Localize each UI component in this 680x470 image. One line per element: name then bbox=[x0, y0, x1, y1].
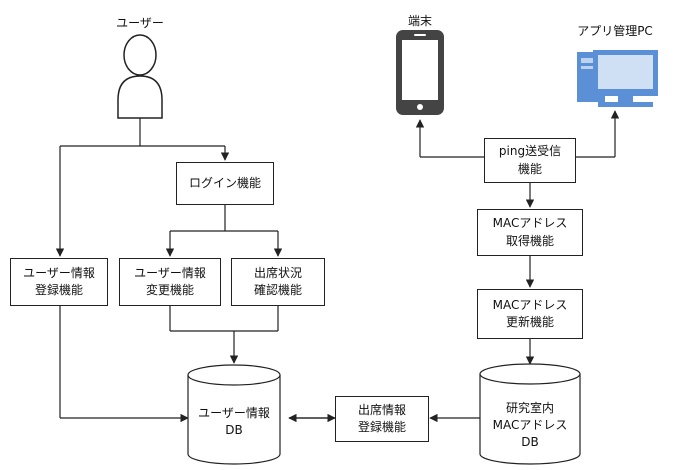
user-change-function-box: ユーザー情報 変更機能 bbox=[119, 258, 221, 306]
user-register-function-box: ユーザー情報 登録機能 bbox=[10, 258, 108, 306]
smartphone-icon bbox=[396, 30, 444, 115]
mac-get-function-box: MACアドレス 取得機能 bbox=[477, 209, 583, 256]
right-connectors bbox=[288, 110, 620, 423]
user-db-label: ユーザー情報 DB bbox=[198, 406, 270, 437]
attendance-register-function-box: 出席情報 登録機能 bbox=[335, 396, 429, 442]
lab-mac-db-label: 研究室内 MACアドレス DB bbox=[492, 401, 568, 449]
user-db-cylinder bbox=[187, 364, 281, 465]
left-connectors bbox=[55, 118, 283, 423]
attendance-check-function-box: 出席状況 確認機能 bbox=[231, 258, 325, 306]
user-icon bbox=[117, 34, 163, 119]
user-label: ユーザー bbox=[116, 16, 164, 30]
mac-update-function-box: MACアドレス 更新機能 bbox=[477, 289, 583, 339]
admin-pc-label: アプリ管理PC bbox=[577, 24, 653, 38]
lab-mac-db-cylinder bbox=[479, 363, 581, 465]
login-function-box: ログイン機能 bbox=[176, 162, 274, 205]
ping-function-box: ping送受信 機能 bbox=[484, 138, 576, 183]
desktop-pc-icon bbox=[577, 50, 658, 107]
terminal-label: 端末 bbox=[407, 14, 432, 28]
